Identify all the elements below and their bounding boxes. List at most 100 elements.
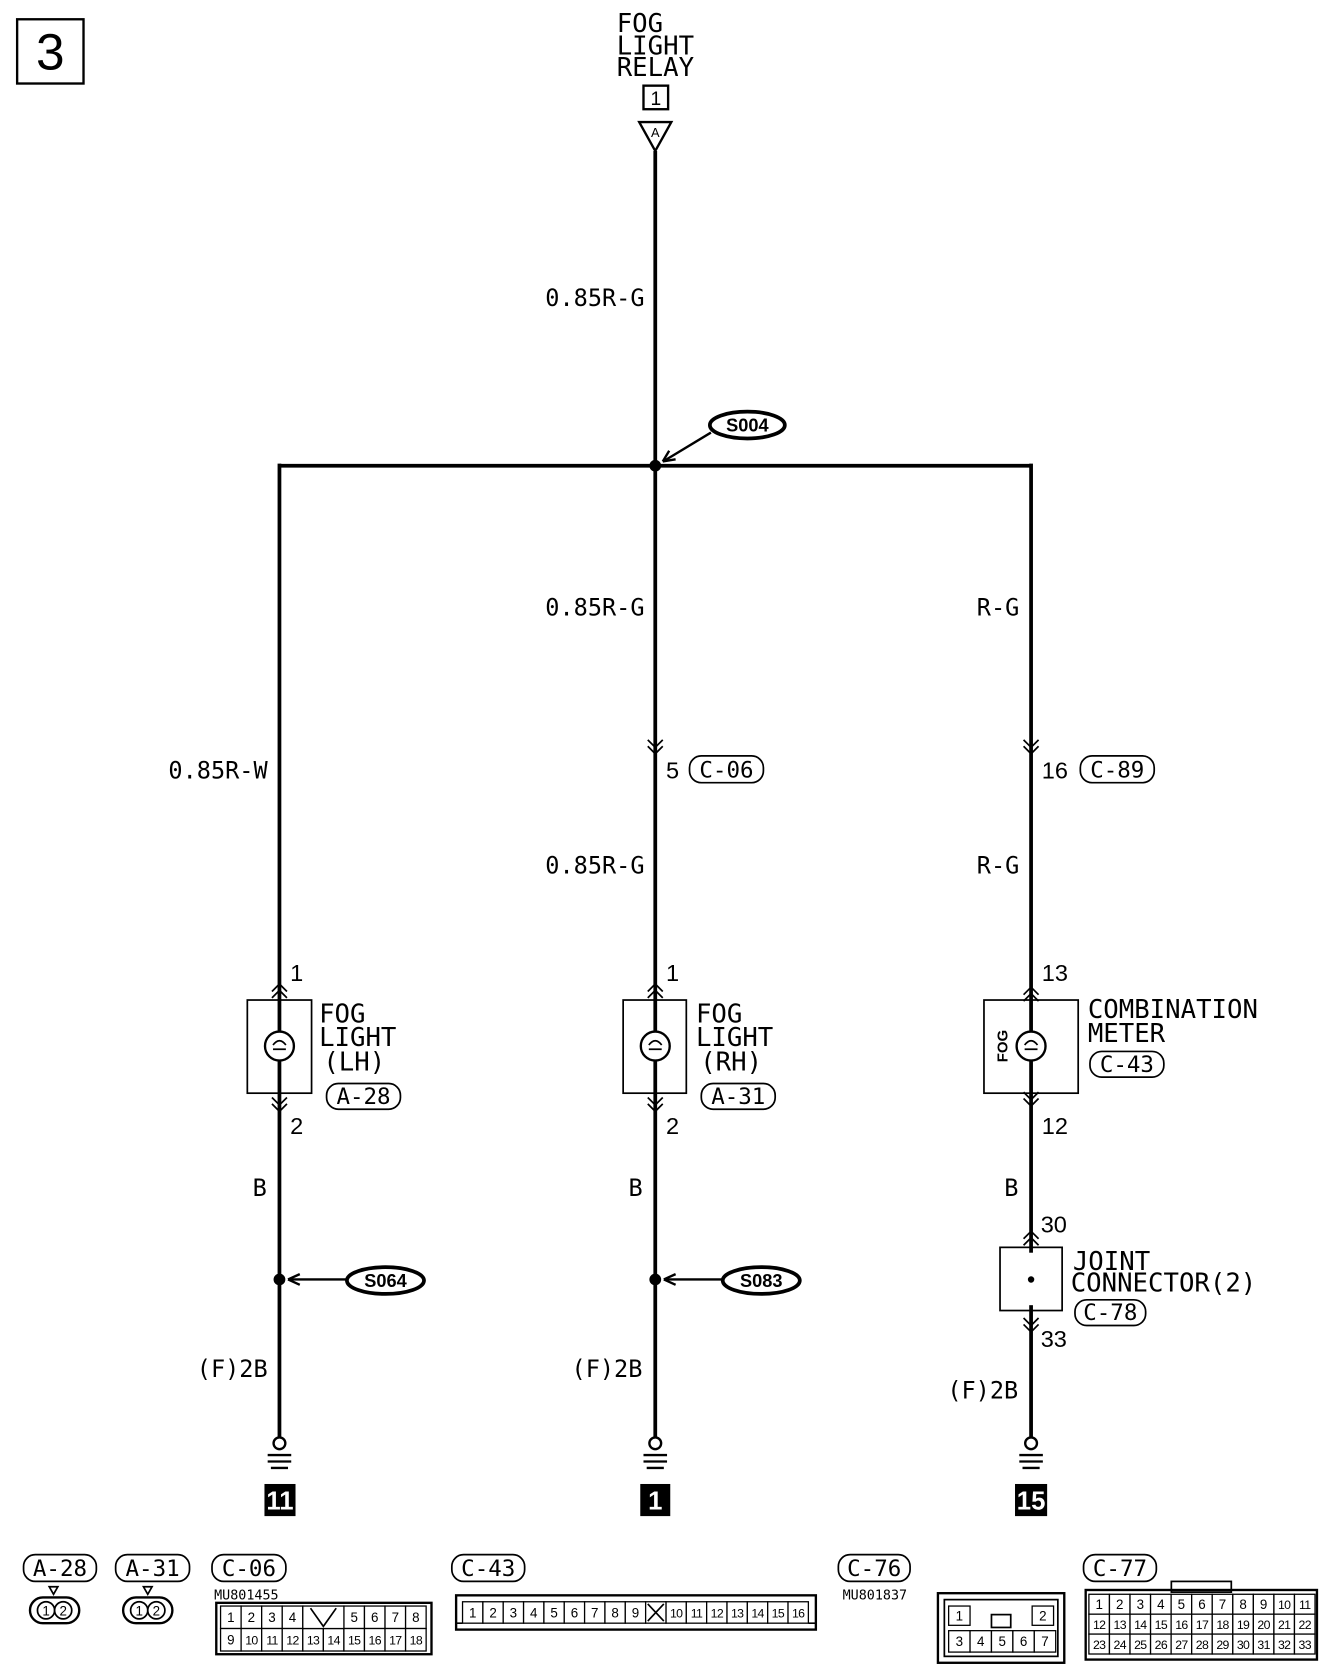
connector-view-c77-pin-32: 32	[1278, 1638, 1291, 1652]
connector-view-c06-pin-12: 12	[286, 1634, 299, 1648]
fog-light-rh-name-line-1: FOG	[696, 1000, 742, 1030]
connector-view-a31-pin-1: 1	[135, 1604, 142, 1619]
connector-view-c06-pin-9: 9	[227, 1633, 234, 1648]
connector-view-c77-latch-icon	[1170, 1580, 1233, 1593]
fog-light-rh-name-line-3: (RH)	[700, 1048, 762, 1078]
connector-view-c77-pin-26: 26	[1155, 1638, 1168, 1652]
connector-view-c06-part-number: MU801455	[214, 1589, 278, 1604]
connector-view-c43-pin-4: 4	[530, 1605, 538, 1620]
right-inline-pin: 16	[1042, 757, 1068, 783]
ground-point-number: 11	[266, 1488, 293, 1516]
connector-view-c76-pin-1: 1	[956, 1608, 963, 1623]
connector-view-c77-pin-18: 18	[1216, 1618, 1229, 1632]
combination-meter-name-line-1: COMBINATION	[1088, 995, 1258, 1025]
connector-view-c76-inner	[943, 1598, 1059, 1658]
center-pin-in: 1	[666, 960, 679, 986]
ground-point-box	[264, 1483, 296, 1517]
connector-view-c06-pin-5: 5	[350, 1610, 357, 1625]
wires	[277, 150, 1033, 1437]
connector-view-c77-pin-11: 11	[1299, 1598, 1311, 1612]
fog-light-rh-connector-tag	[700, 1082, 777, 1111]
right-wire-lower-label: R-G	[977, 852, 1020, 880]
left-pin-in: 1	[290, 960, 303, 986]
ground-bars	[1019, 1453, 1043, 1470]
connector-view-a31-lock-icon	[141, 1585, 154, 1596]
fog-light-rh-filament-icon	[648, 1039, 663, 1051]
connector-view-c77-pin-5: 5	[1178, 1597, 1185, 1612]
connector-view-c77-pin-6: 6	[1198, 1597, 1205, 1612]
splice-s064-tag	[345, 1265, 426, 1296]
right-inline-connector-chevron-icon	[1022, 739, 1040, 755]
ground-terminal	[1024, 1436, 1039, 1451]
fog-light-rh-box	[622, 999, 688, 1095]
center-inline-connector-tag	[688, 755, 765, 784]
combination-meter-box	[983, 999, 1080, 1095]
relay-connector-triangle-icon	[637, 120, 674, 154]
splice-s004-dot	[649, 459, 662, 472]
connector-view-c77-pin-7: 7	[1219, 1597, 1226, 1612]
combination-meter-name-line-2: METER	[1088, 1019, 1166, 1049]
connector-view-c43-pin-10: 10	[670, 1606, 683, 1620]
center-inline-pin: 5	[666, 757, 679, 783]
connector-view-c77-pin-31: 31	[1257, 1638, 1270, 1652]
connector-view-c76-pin-1-cell	[947, 1605, 971, 1626]
connector-view-c77-pin-2: 2	[1116, 1597, 1123, 1612]
splice-s083-label: S083	[740, 1271, 782, 1291]
joint-connector-pin-in: 30	[1041, 1211, 1067, 1237]
connector-view-c76-tag	[837, 1553, 911, 1583]
connector-view-c77-pin-29: 29	[1216, 1638, 1229, 1652]
joint-pin-in-chevron-icon	[1022, 1230, 1040, 1246]
ground-point-box	[640, 1483, 671, 1517]
connector-view-c43-blank-x-icon	[647, 1603, 665, 1622]
fog-light-lh-box	[246, 999, 313, 1095]
connector-view-c06-pin-4: 4	[289, 1610, 297, 1625]
connector-view-a28-label: A-28	[33, 1556, 87, 1582]
ground-icon	[1019, 1436, 1043, 1470]
splice-s064-arrow-icon	[287, 1273, 301, 1286]
connector-view-c77-pin-15: 15	[1155, 1618, 1168, 1632]
left-ground-side-wire: B	[253, 1174, 267, 1202]
connector-view-a28-pin-2-socket	[53, 1600, 73, 1620]
connector-view-c77-pin-3: 3	[1137, 1597, 1144, 1612]
fog-light-rh-connector: A-31	[711, 1084, 765, 1110]
right-branch: R-G 16 C-89 R-G 13 FOG COMBINATION METER…	[947, 594, 1258, 1517]
fog-light-rh-bulb-icon	[639, 1030, 671, 1062]
connector-view-a31-tag	[114, 1553, 191, 1583]
connector-view-c77-pin-17: 17	[1196, 1618, 1209, 1632]
page-number: 3	[36, 23, 65, 81]
connector-view-c77-pin-24: 24	[1114, 1638, 1127, 1652]
fog-light-lh-bulb-icon	[263, 1030, 296, 1062]
fog-light-lh-name-line-3: (LH)	[323, 1048, 385, 1078]
right-pin-out: 12	[1042, 1113, 1068, 1139]
left-branch: 0.85R-W 1 FOG LIGHT (LH) A-28 2 B S064 (…	[168, 756, 426, 1517]
connector-view-c77-pin-20: 20	[1257, 1618, 1270, 1632]
connector-view-c76-pin-7: 7	[1041, 1634, 1048, 1649]
center-wire-lower-label: 0.85R-G	[545, 852, 644, 880]
connector-view-c77-tag	[1082, 1553, 1158, 1583]
connector-view-c43-pin-8: 8	[611, 1605, 618, 1620]
connector-view-c06-pin-15: 15	[348, 1634, 361, 1648]
connector-view-a28: A-28 1 2	[22, 1553, 98, 1625]
connector-view-c77-pin-14: 14	[1134, 1618, 1147, 1632]
splice-s064-dot	[273, 1273, 286, 1286]
connector-view-c77-pin-16: 16	[1175, 1618, 1188, 1632]
connector-view-c76-pin-4: 4	[977, 1634, 985, 1649]
connector-view-c06-label: C-06	[222, 1556, 276, 1582]
connector-view-c76-housing	[936, 1592, 1066, 1664]
connector-view-c77-pin-13: 13	[1114, 1618, 1127, 1632]
connector-view-c43-pin-2: 2	[489, 1605, 496, 1620]
ground-terminal	[648, 1436, 663, 1451]
fog-light-lh-filament-icon	[272, 1039, 287, 1051]
fog-indicator-filament-icon	[1023, 1039, 1039, 1051]
joint-pin-out-chevron-icon	[1022, 1317, 1040, 1334]
connector-view-c77-pin-33: 33	[1299, 1638, 1312, 1652]
connector-view-c06-tag	[211, 1553, 287, 1583]
right-pin-out-chevron-icon	[1022, 1091, 1040, 1108]
ground-point-number: 1	[648, 1488, 662, 1516]
ground-terminal	[272, 1436, 287, 1451]
connector-view-c06-pin-14: 14	[327, 1634, 340, 1648]
connector-view-c06-key-icon	[309, 1607, 337, 1628]
